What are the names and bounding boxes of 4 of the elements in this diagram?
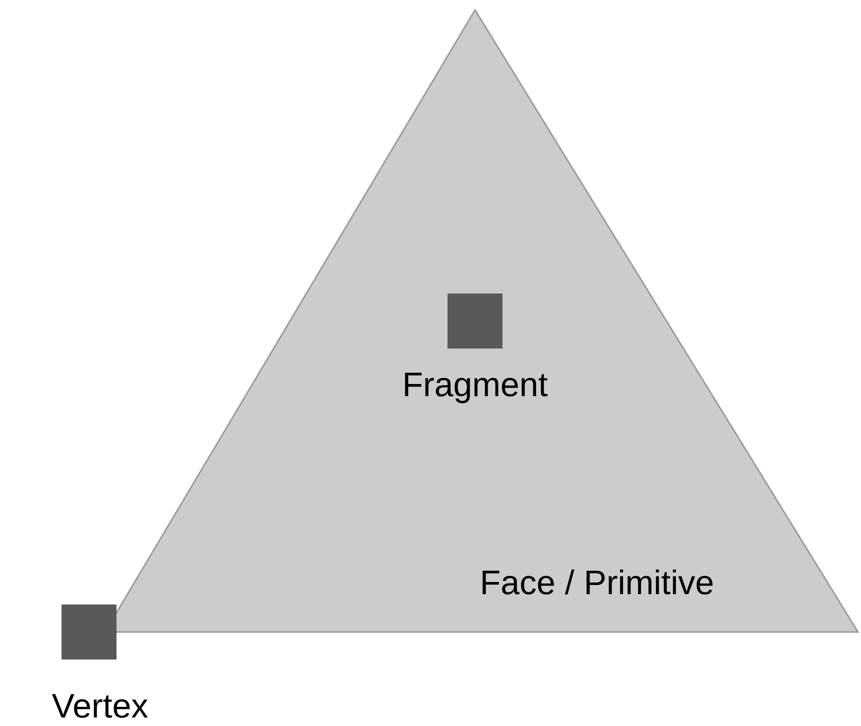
square-marker <box>62 604 116 660</box>
marker-label: Fragment <box>405 372 548 404</box>
marker-label: Vertex <box>52 694 148 718</box>
square-marker <box>448 294 502 348</box>
